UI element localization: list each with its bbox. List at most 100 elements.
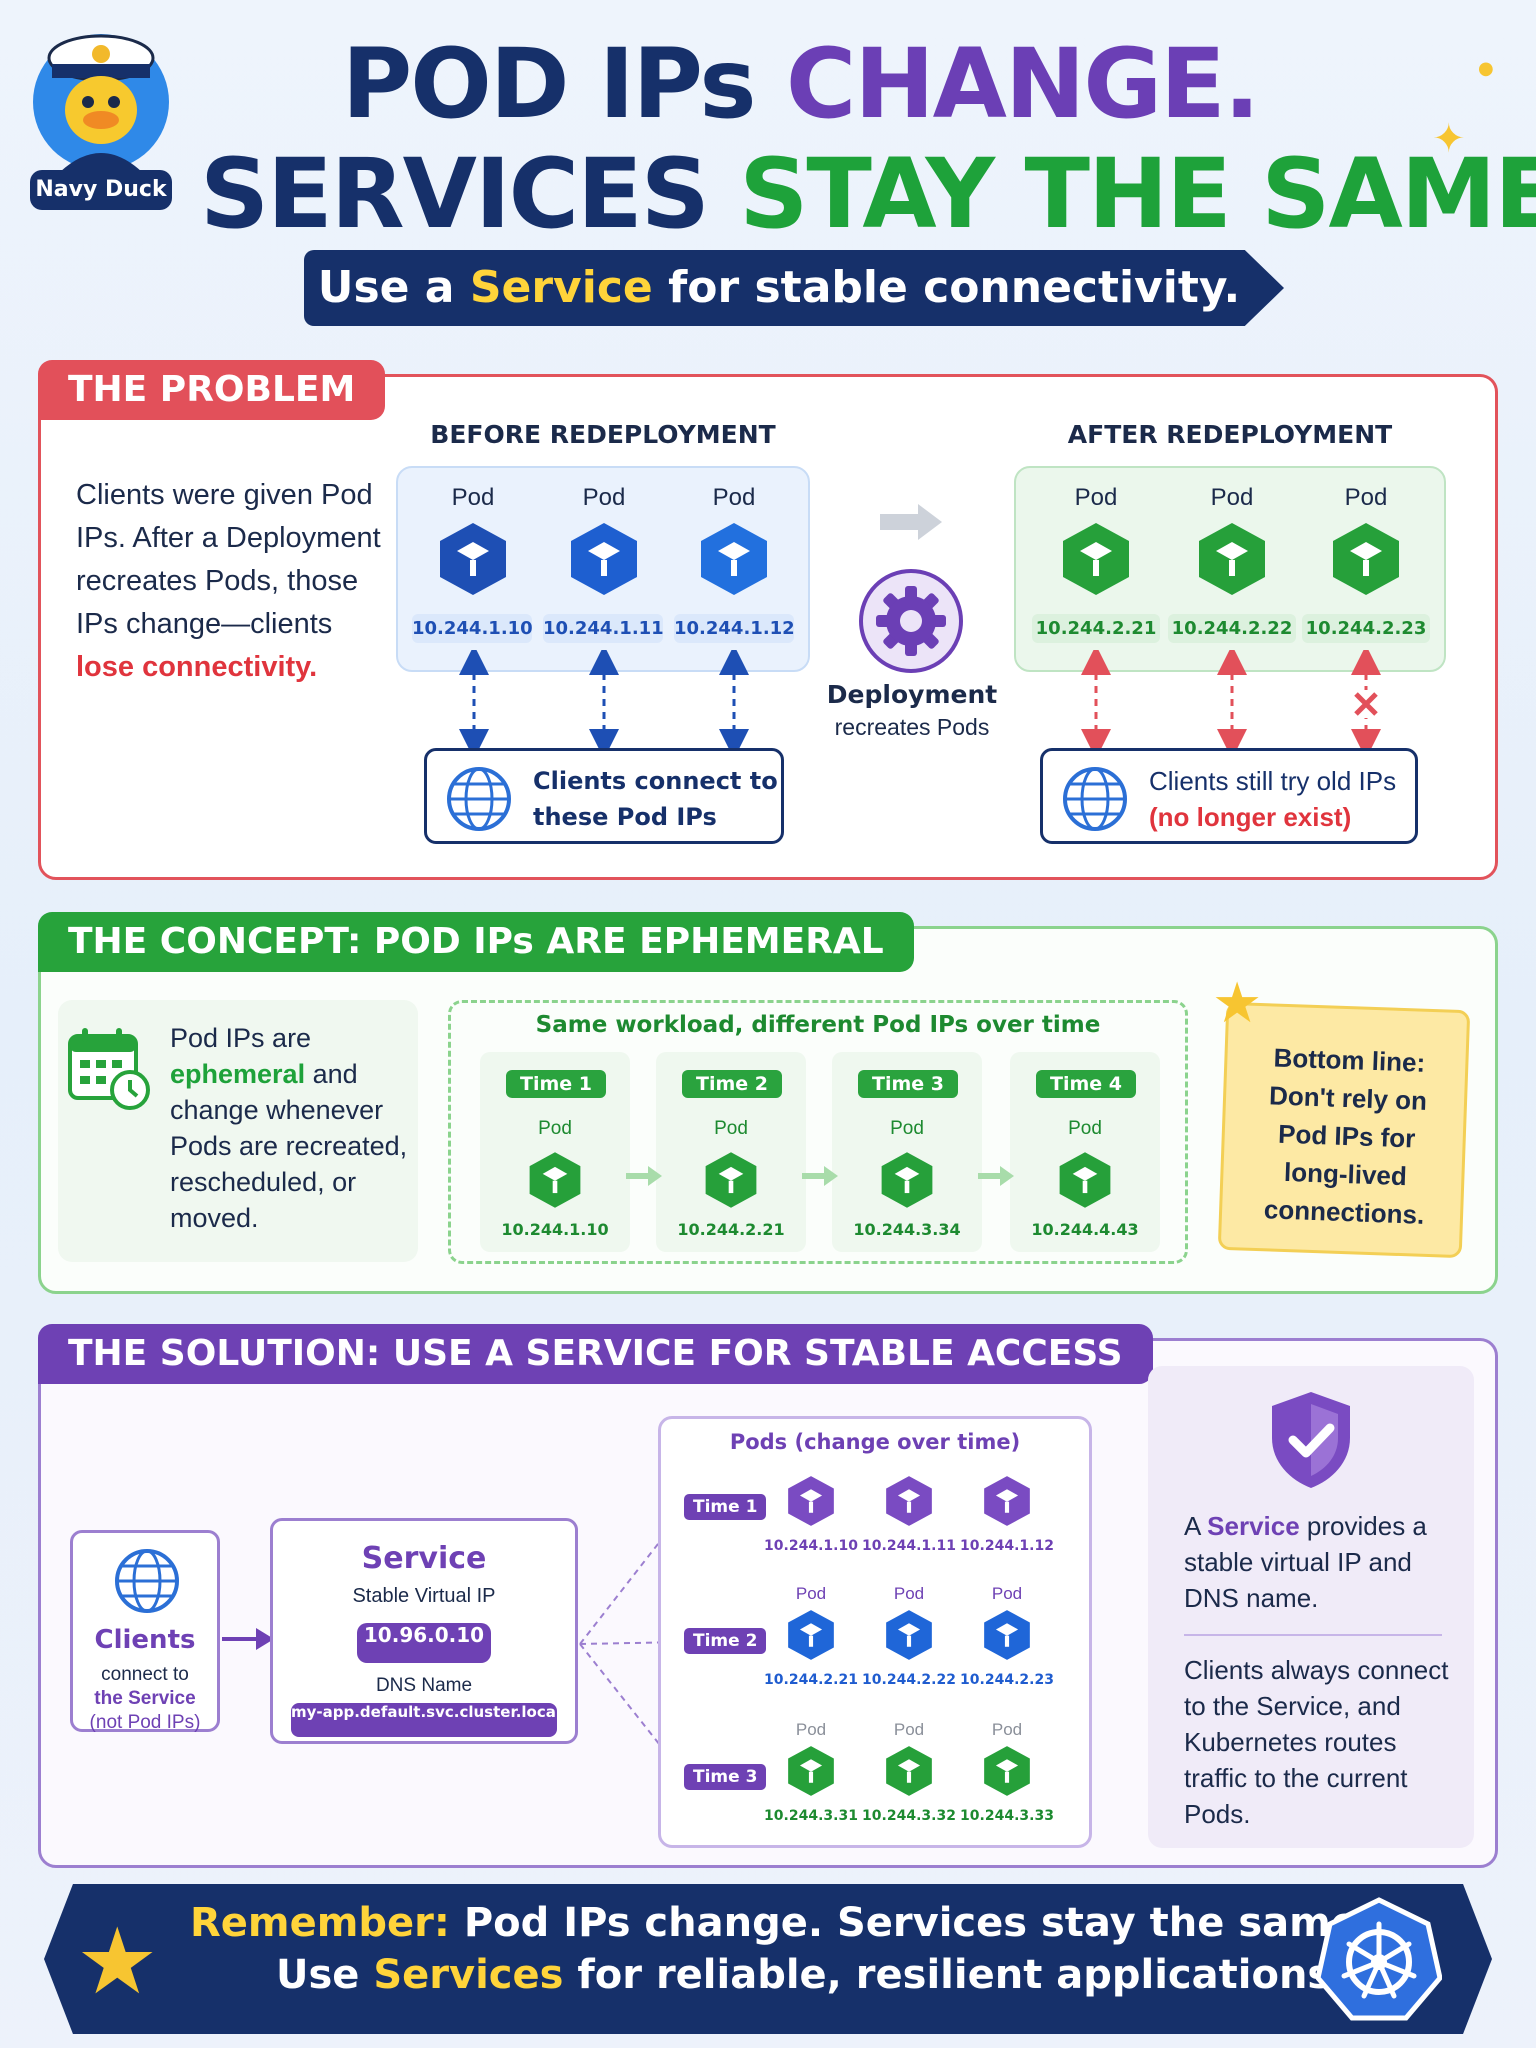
pod-label: Pod: [451, 484, 495, 511]
pod-label: Pod: [582, 484, 626, 511]
pod-cube-icon: [886, 1476, 932, 1526]
pod-after-3: Pod: [1306, 484, 1426, 598]
row1-ip-2: 10.244.1.11: [862, 1538, 956, 1554]
timeline-ip-1: 10.244.1.10: [501, 1220, 609, 1239]
remember-label: Remember:: [190, 1900, 450, 1946]
clients-line1: connect to: [101, 1664, 189, 1685]
pod-cube-icon: [705, 1152, 757, 1208]
pod-cube-icon: [788, 1610, 834, 1660]
clients-card: Clients connect to the Service (not Pod …: [70, 1530, 220, 1733]
timeline-pod-label: Pod: [538, 1118, 572, 1139]
pod-cube-icon: [440, 523, 506, 595]
page-title-line2: SERVICES STAY THE SAME!: [200, 138, 1536, 250]
timeline-ip-3: 10.244.3.34: [853, 1220, 961, 1239]
pod-before-2: Pod: [544, 484, 664, 598]
row-pill-3: Time 3: [684, 1764, 767, 1790]
before-heading: BEFORE REDEPLOYMENT: [430, 420, 776, 449]
info-divider: [1184, 1634, 1442, 1636]
row3-pod-label: Pod: [991, 1720, 1023, 1739]
timeline-pod-label: Pod: [714, 1118, 748, 1139]
title-change: CHANGE.: [785, 28, 1260, 140]
logo-label: Navy Duck: [30, 170, 172, 210]
pod-cube-icon: [571, 523, 637, 595]
solution-tag: THE SOLUTION: USE A SERVICE FOR STABLE A…: [38, 1324, 1153, 1384]
timeline-ip-4: 10.244.4.43: [1031, 1220, 1139, 1239]
client-box-before: Clients connect to these Pod IPs: [424, 748, 784, 844]
globe-icon: [115, 1549, 179, 1613]
pod-cube-icon: [886, 1746, 932, 1796]
remember-banner: [44, 1884, 1492, 2034]
problem-tag: THE PROBLEM: [38, 360, 386, 420]
problem-text: Clients were given Pod IPs. After a Depl…: [76, 474, 396, 689]
pod-cube-icon: [788, 1476, 834, 1526]
after-heading: AFTER REDEPLOYMENT: [1067, 420, 1393, 449]
remember-line1: Remember: Pod IPs change. Services stay …: [190, 1900, 1373, 1946]
navy-duck-logo: Navy Duck: [30, 22, 172, 212]
globe-icon: [1063, 767, 1127, 831]
client-after-line1: Clients still try old IPs: [1149, 766, 1397, 796]
sparkle-small-icon: ●: [1478, 58, 1494, 79]
remember-line1-text: Pod IPs change. Services stay the same.: [463, 1900, 1374, 1946]
service-ip-badge: 10.96.0.10: [357, 1623, 491, 1663]
clients-title: Clients: [94, 1625, 196, 1655]
remember-line2-highlight: Services: [373, 1952, 564, 1998]
client-before-text: Clients connect to these Pod IPs: [533, 763, 778, 835]
problem-text-main: Clients were given Pod IPs. After a Depl…: [76, 479, 381, 640]
client-after-line2: (no longer exist): [1149, 802, 1352, 832]
kubernetes-icon: [1316, 1897, 1442, 2021]
remember-line2: Use Services for reliable, resilient app…: [276, 1952, 1376, 1998]
row3-pod-label: Pod: [893, 1720, 925, 1739]
pod-cube-icon: [984, 1610, 1030, 1660]
timeline-arrow-icon: [978, 1166, 1014, 1186]
pod-after-1: Pod: [1036, 484, 1156, 598]
problem-text-highlight: lose connectivity.: [76, 651, 318, 683]
star-icon: ★: [76, 1908, 159, 2015]
service-sub: Stable Virtual IP: [352, 1585, 496, 1607]
shield-check-icon: [1272, 1392, 1350, 1488]
arrow-right-icon: [222, 1628, 274, 1650]
client-before-line2: these Pod IPs: [533, 803, 717, 831]
duck-icon: [33, 34, 169, 172]
timeline-heading: Same workload, different Pod IPs over ti…: [535, 1012, 1101, 1038]
timeline-arrow-icon: [802, 1166, 838, 1186]
pod-cube-icon: [886, 1610, 932, 1660]
clients-line3: (not Pod IPs): [89, 1712, 201, 1733]
time-pill-4: Time 4: [1036, 1070, 1136, 1098]
pod-label: Pod: [1210, 484, 1254, 511]
deployment-sub: recreates Pods: [834, 714, 990, 740]
client-after-text: Clients still try old IPs (no longer exi…: [1149, 763, 1396, 835]
dns-label: DNS Name: [375, 1675, 473, 1696]
pod-cube-icon: [529, 1152, 581, 1208]
row2-pod-label: Pod: [893, 1584, 925, 1603]
row3-ip-1: 10.244.3.31: [764, 1808, 858, 1824]
subtitle-post: for stable connectivity.: [668, 262, 1241, 313]
service-card: Service Stable Virtual IP 10.96.0.10 DNS…: [270, 1518, 578, 1744]
row3-ip-3: 10.244.3.33: [960, 1808, 1054, 1824]
row1-ip-1: 10.244.1.10: [764, 1538, 858, 1554]
pod-cube-icon: [1333, 523, 1399, 595]
row2-pod-label: Pod: [991, 1584, 1023, 1603]
service-info-1: A Service provides a stable virtual IP a…: [1184, 1508, 1454, 1616]
client-box-after: Clients still try old IPs (no longer exi…: [1040, 748, 1418, 844]
remember-line2-post: for reliable, resilient applications!: [577, 1952, 1350, 1998]
gear-icon: [859, 569, 963, 673]
row2-ip-2: 10.244.2.22: [862, 1672, 956, 1688]
pod-cube-icon: [1059, 1152, 1111, 1208]
pod-label: Pod: [1344, 484, 1388, 511]
pod-cube-icon: [1063, 523, 1129, 595]
service-info-2: Clients always connect to the Service, a…: [1184, 1655, 1449, 1829]
pod-cube-icon: [984, 1746, 1030, 1796]
star-icon: ★: [1212, 971, 1263, 1036]
time-pill-3: Time 3: [858, 1070, 958, 1098]
concept-text-highlight: ephemeral: [170, 1059, 306, 1089]
pod-cube-icon: [984, 1476, 1030, 1526]
pod-cube-icon: [701, 523, 767, 595]
before-ip-2: 10.244.1.11: [543, 614, 664, 643]
time-pill-2: Time 2: [682, 1070, 782, 1098]
deployment-title: Deployment: [826, 680, 998, 709]
pod-before-1: Pod: [413, 484, 533, 598]
concept-tag: THE CONCEPT: POD IPs ARE EPHEMERAL: [38, 912, 914, 972]
row-pill-2: Time 2: [684, 1628, 767, 1654]
before-ip-1: 10.244.1.10: [412, 614, 533, 643]
row-pill-1: Time 1: [684, 1494, 767, 1520]
